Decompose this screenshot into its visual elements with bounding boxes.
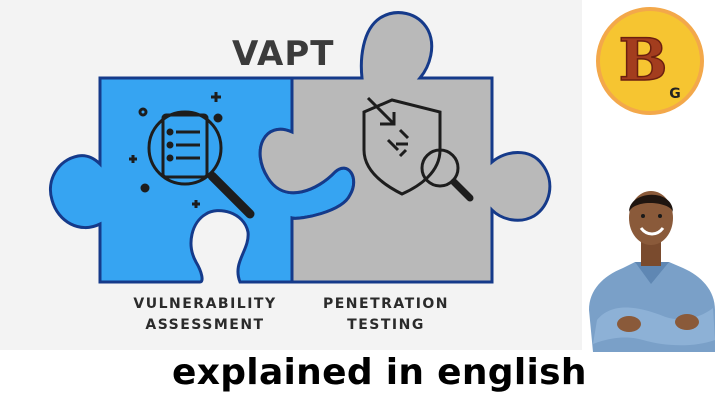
- vulnerability-assessment-label: VULNERABILITY ASSESSMENT: [120, 294, 290, 336]
- left-label-line2: ASSESSMENT: [145, 317, 265, 333]
- puzzle-graphic: [49, 11, 552, 284]
- right-label-line2: TESTING: [347, 317, 425, 333]
- caption: explained in english: [172, 352, 587, 393]
- shield-breach-magnifier-icon: [362, 96, 474, 202]
- vapt-illustration: VAPT VULNERABILITY ASSESSMENT PENETRATIO…: [0, 0, 582, 350]
- presenter-photo: [589, 191, 715, 352]
- left-label-line1: VULNERABILITY: [133, 296, 277, 312]
- presenter-head: [629, 191, 673, 245]
- right-puzzle-piece: [258, 11, 552, 284]
- logo-letter: B: [618, 26, 667, 94]
- logo-sub-letter: G: [669, 86, 681, 102]
- vapt-title: VAPT: [232, 34, 335, 74]
- checklist-magnifier-icon: [129, 92, 255, 219]
- right-label-line1: PENETRATION: [322, 296, 450, 312]
- penetration-testing-label: PENETRATION TESTING: [300, 294, 472, 336]
- channel-logo: B G: [596, 7, 704, 115]
